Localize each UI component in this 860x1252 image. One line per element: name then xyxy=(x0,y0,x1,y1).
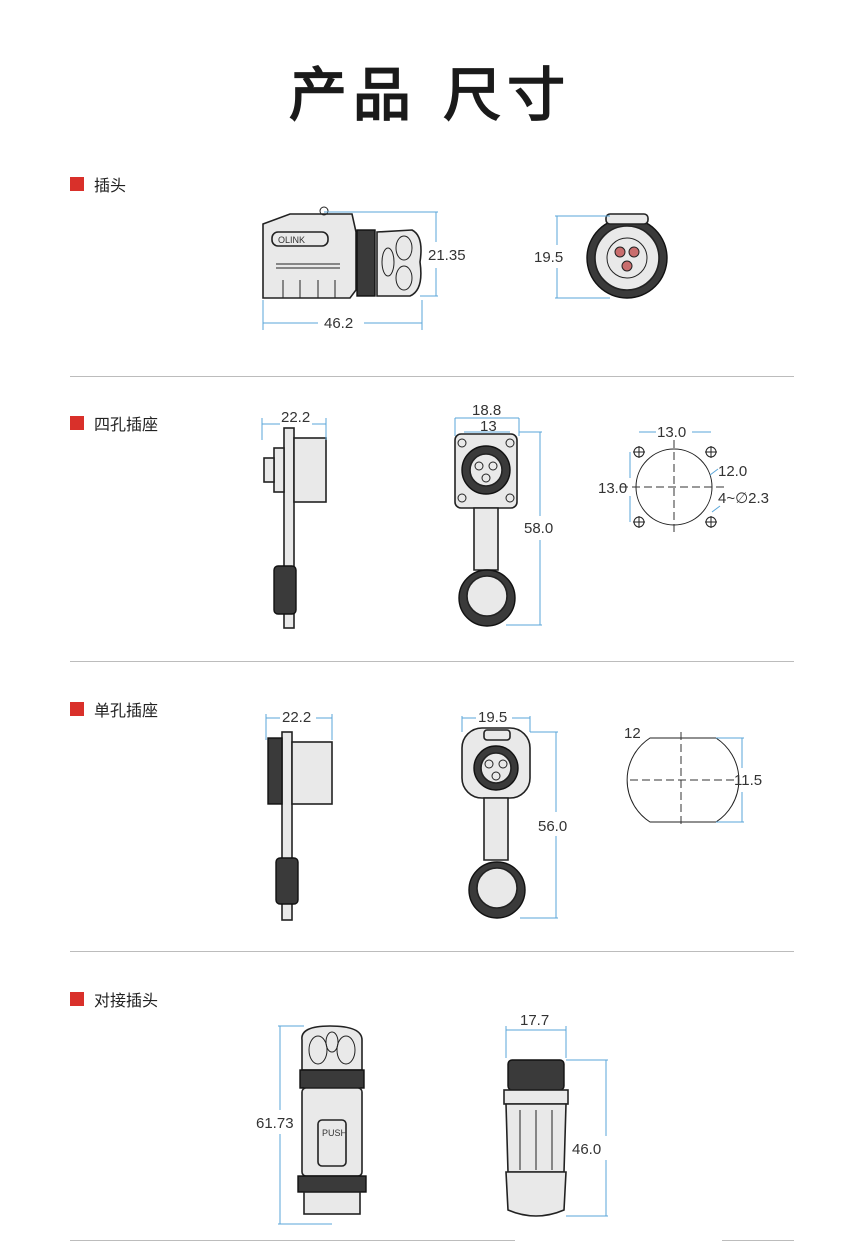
section-heading-plug: 插头 xyxy=(70,172,126,196)
socket4-screw-label: 4~∅2.3 xyxy=(718,490,769,507)
divider xyxy=(70,951,794,952)
socket4-hole-diameter-label: 12.0 xyxy=(718,463,747,480)
section-label: 对接插头 xyxy=(94,991,159,1010)
socket1-front-drawing: 19.5 56.0 xyxy=(461,709,567,919)
section-heading-1hole-socket: 单孔插座 xyxy=(70,697,158,721)
section-label: 单孔插座 xyxy=(94,701,159,720)
socket1-cut-flat-label: 11.5 xyxy=(734,772,762,789)
socket4-inner-label: 13 xyxy=(480,418,497,435)
section-heading-mating-plug: 对接插头 xyxy=(70,987,158,1011)
push-label: PUSH xyxy=(322,1128,347,1138)
mating-plug-side-drawing: 17.7 46.0 xyxy=(503,1012,608,1217)
socket1-cut-diameter-label: 12 xyxy=(624,725,641,742)
section-heading-4hole-socket: 四孔插座 xyxy=(70,411,158,435)
divider xyxy=(70,1240,515,1241)
socket1-cutout-drawing: 11.5 12 xyxy=(624,725,762,828)
socket1-flange-label: 19.5 xyxy=(478,709,507,726)
mating-height-label: 46.0 xyxy=(572,1141,601,1158)
divider xyxy=(70,376,794,377)
plug-length-label: 46.2 xyxy=(324,315,353,332)
socket4-depth-label: 22.2 xyxy=(281,409,310,426)
mating-length-label: 61.73 xyxy=(256,1115,294,1132)
socket1-total-label: 56.0 xyxy=(538,818,567,835)
socket4-cutout-drawing: 13.0 13.0 12.0 4~∅2.3 xyxy=(598,424,769,534)
socket4-flange-label: 18.8 xyxy=(472,402,501,419)
section-label: 插头 xyxy=(94,176,127,195)
svg-text:OLINK: OLINK xyxy=(278,235,305,245)
socket4-side-drawing: 22.2 xyxy=(261,409,327,629)
page-title: 产品 尺寸 xyxy=(288,61,572,129)
plug-face-diameter-label: 19.5 xyxy=(534,249,563,266)
bullet-square-icon xyxy=(70,702,84,716)
mating-plug-front-drawing: PUSH 61.73 xyxy=(256,1025,367,1225)
section-label: 四孔插座 xyxy=(94,415,159,434)
socket4-total-label: 58.0 xyxy=(524,520,553,537)
socket1-depth-label: 22.2 xyxy=(282,709,311,726)
bullet-square-icon xyxy=(70,177,84,191)
socket1-side-drawing: 22.2 xyxy=(265,709,333,921)
socket4-cut-height-label: 13.0 xyxy=(598,480,627,497)
divider xyxy=(70,661,794,662)
plug-height-label: 21.35 xyxy=(428,247,466,264)
plug-side-drawing: OLINK 21.35 46.2 xyxy=(262,206,466,332)
mating-width-label: 17.7 xyxy=(520,1012,549,1029)
bullet-square-icon xyxy=(70,992,84,1006)
socket4-cut-width-label: 13.0 xyxy=(657,424,686,441)
divider xyxy=(722,1240,794,1241)
socket4-front-drawing: 18.8 13 58.0 xyxy=(454,402,553,627)
bullet-square-icon xyxy=(70,416,84,430)
plug-front-drawing: 19.5 xyxy=(534,213,668,299)
